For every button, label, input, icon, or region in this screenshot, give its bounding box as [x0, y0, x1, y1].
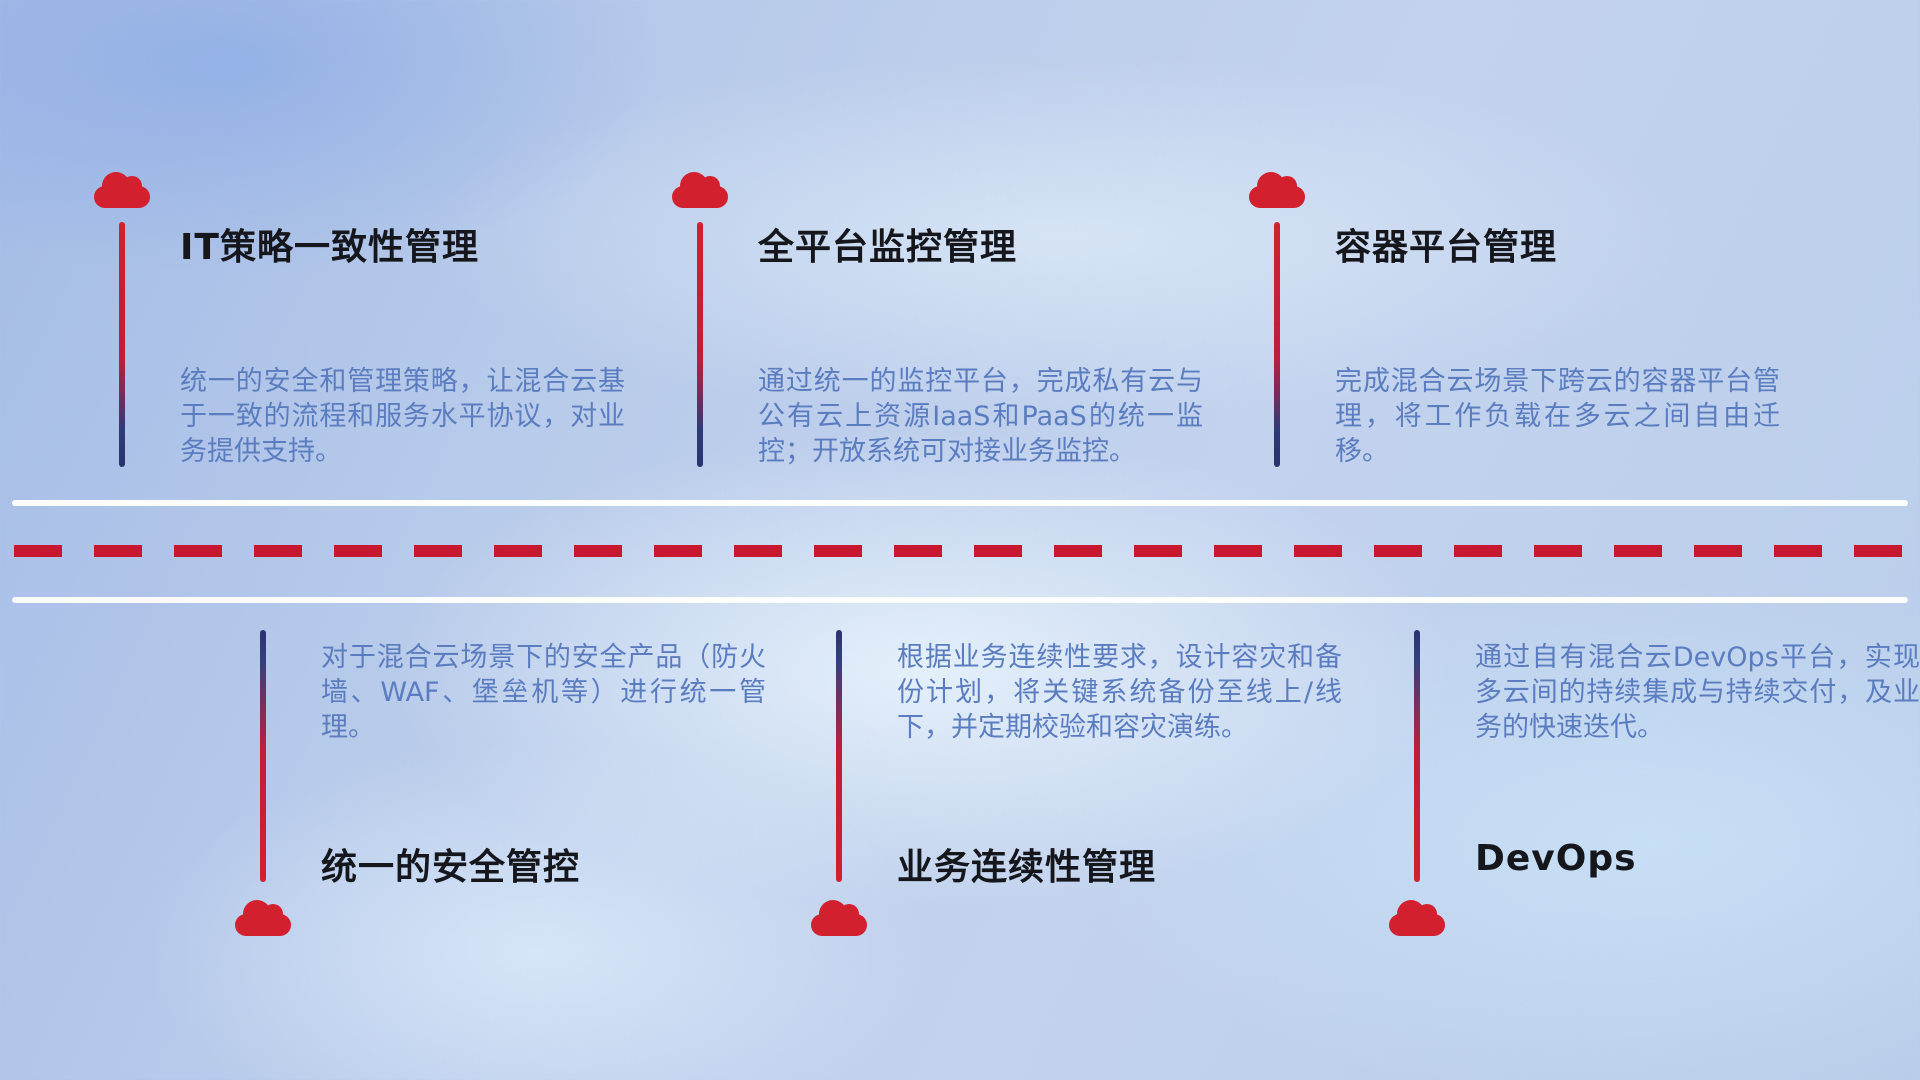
- feature-title: 全平台监控管理: [758, 227, 1018, 268]
- feature-item-it-policy: IT策略一致性管理 统一的安全和管理策略，让混合云基于一致的流程和服务水平协议，…: [94, 170, 634, 510]
- cloud-icon: [235, 900, 291, 936]
- feature-item-monitoring: 全平台监控管理 通过统一的监控平台，完成私有云与公有云上资源IaaS和PaaS的…: [672, 170, 1212, 510]
- feature-title: IT策略一致性管理: [180, 227, 479, 268]
- connector-line: [1414, 630, 1420, 882]
- feature-item-security: 对于混合云场景下的安全产品（防火墙、WAF、堡垒机等）进行统一管理。 统一的安全…: [235, 630, 775, 960]
- feature-desc: 对于混合云场景下的安全产品（防火墙、WAF、堡垒机等）进行统一管理。: [321, 642, 766, 743]
- divider-dashed-line: [14, 545, 1920, 557]
- connector-line: [1274, 222, 1280, 467]
- feature-title: DevOps: [1475, 838, 1637, 879]
- feature-desc: 通过统一的监控平台，完成私有云与公有云上资源IaaS和PaaS的统一监控；开放系…: [758, 366, 1203, 467]
- connector-line: [836, 630, 842, 882]
- feature-item-container: 容器平台管理 完成混合云场景下跨云的容器平台管理，将工作负载在多云之间自由迁移。: [1249, 170, 1789, 510]
- feature-item-devops: 通过自有混合云DevOps平台，实现多云间的持续集成与持续交付，及业务的快速迭代…: [1389, 630, 1920, 960]
- cloud-icon: [1389, 900, 1445, 936]
- feature-desc: 通过自有混合云DevOps平台，实现多云间的持续集成与持续交付，及业务的快速迭代…: [1475, 642, 1920, 743]
- feature-desc: 完成混合云场景下跨云的容器平台管理，将工作负载在多云之间自由迁移。: [1335, 366, 1780, 467]
- divider-top-line: [12, 500, 1908, 506]
- divider-bottom-line: [12, 597, 1908, 603]
- connector-line: [260, 630, 266, 882]
- feature-title: 业务连续性管理: [897, 847, 1157, 888]
- cloud-icon: [1249, 172, 1305, 208]
- cloud-icon: [94, 172, 150, 208]
- feature-desc: 统一的安全和管理策略，让混合云基于一致的流程和服务水平协议，对业务提供支持。: [180, 366, 625, 467]
- feature-item-continuity: 根据业务连续性要求，设计容灾和备份计划，将关键系统备份至线上/线下，并定期校验和…: [811, 630, 1351, 960]
- connector-line: [697, 222, 703, 467]
- feature-desc: 根据业务连续性要求，设计容灾和备份计划，将关键系统备份至线上/线下，并定期校验和…: [897, 642, 1342, 743]
- feature-title: 容器平台管理: [1335, 227, 1558, 268]
- cloud-icon: [672, 172, 728, 208]
- cloud-icon: [811, 900, 867, 936]
- connector-line: [119, 222, 125, 467]
- feature-title: 统一的安全管控: [321, 847, 581, 888]
